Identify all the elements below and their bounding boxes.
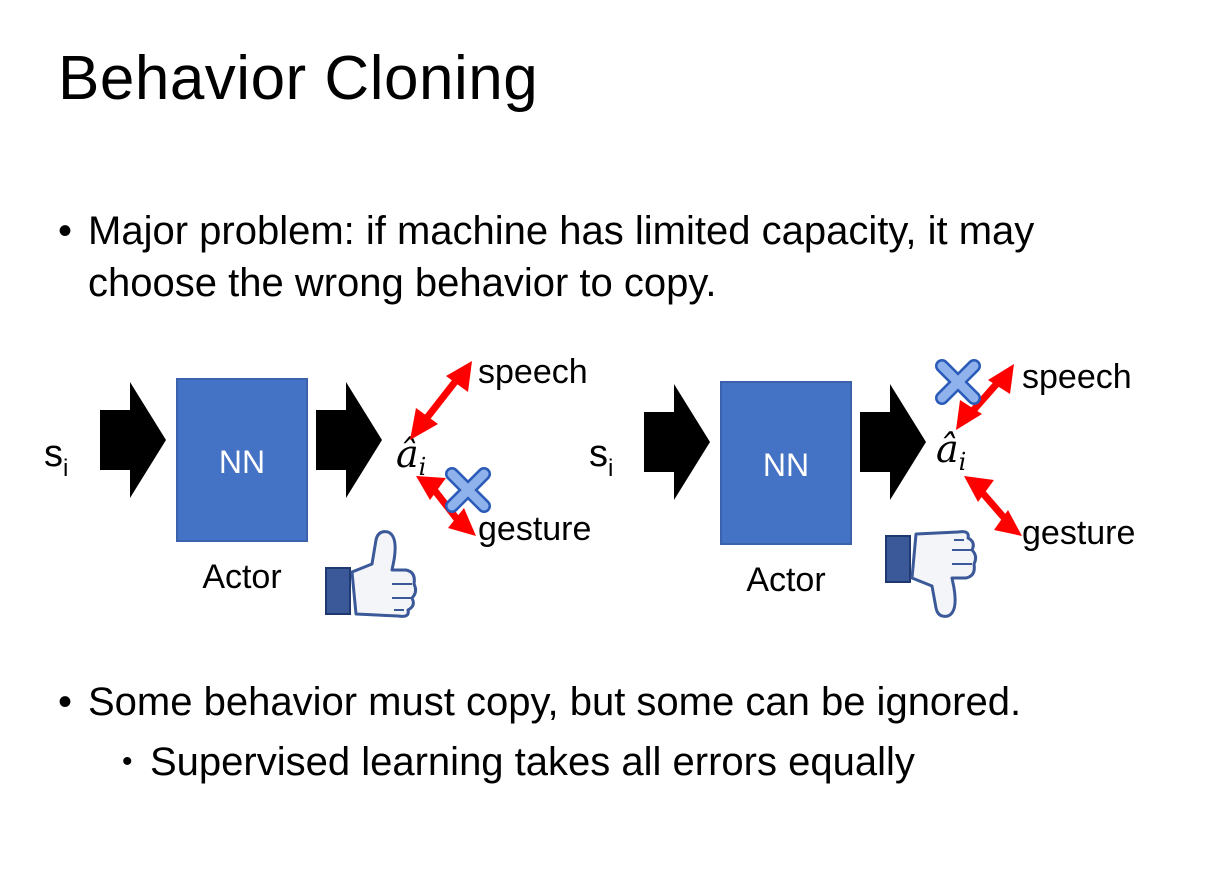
left-action-label: âi <box>396 432 426 481</box>
left-speech-label: speech <box>478 353 588 391</box>
right-state-label: si <box>589 433 613 482</box>
right-output-arrow <box>860 384 926 500</box>
left-diagram: si NN Actor âi speech gesture <box>44 353 591 618</box>
right-speech-label: speech <box>1022 358 1132 396</box>
right-gesture-label: gesture <box>1022 514 1135 552</box>
bullet-text: Major problem: if machine has limited ca… <box>88 209 1035 305</box>
left-cross-icon <box>452 474 484 506</box>
right-action-label: âi <box>936 427 966 476</box>
right-red-arrow-speech <box>956 364 1014 430</box>
thumbs-up-icon <box>325 530 418 618</box>
right-diagram: si NN Actor âi speech gesture <box>589 358 1135 618</box>
slide-title: Behavior Cloning <box>58 44 539 113</box>
right-cross-icon <box>942 366 974 398</box>
bullet-major-problem: • Major problem: if machine has limited … <box>58 205 1148 309</box>
bullet-dot: • <box>58 680 73 724</box>
left-actor-caption: Actor <box>202 558 281 596</box>
right-actor-caption: Actor <box>746 561 825 599</box>
left-output-arrow <box>316 382 382 498</box>
bullet-text: Supervised learning takes all errors equ… <box>150 740 915 784</box>
left-gesture-label: gesture <box>478 510 591 548</box>
left-input-arrow <box>100 382 166 498</box>
thumbs-down-icon <box>885 530 978 618</box>
right-nn-box <box>720 381 852 545</box>
bullet-some-behavior: • Some behavior must copy, but some can … <box>58 676 1168 728</box>
bullet-text: Some behavior must copy, but some can be… <box>88 680 1022 724</box>
bullet-dot: • <box>122 745 133 778</box>
left-nn-label: NN <box>219 444 265 480</box>
bullet-dot: • <box>58 209 73 253</box>
left-nn-box <box>176 378 308 542</box>
subbullet-supervised-learning: • Supervised learning takes all errors e… <box>122 736 1150 788</box>
right-input-arrow <box>644 384 710 500</box>
right-nn-label: NN <box>763 447 809 483</box>
left-state-label: si <box>44 433 68 482</box>
right-red-arrow-gesture <box>964 476 1022 536</box>
left-red-arrow-speech <box>410 361 472 440</box>
